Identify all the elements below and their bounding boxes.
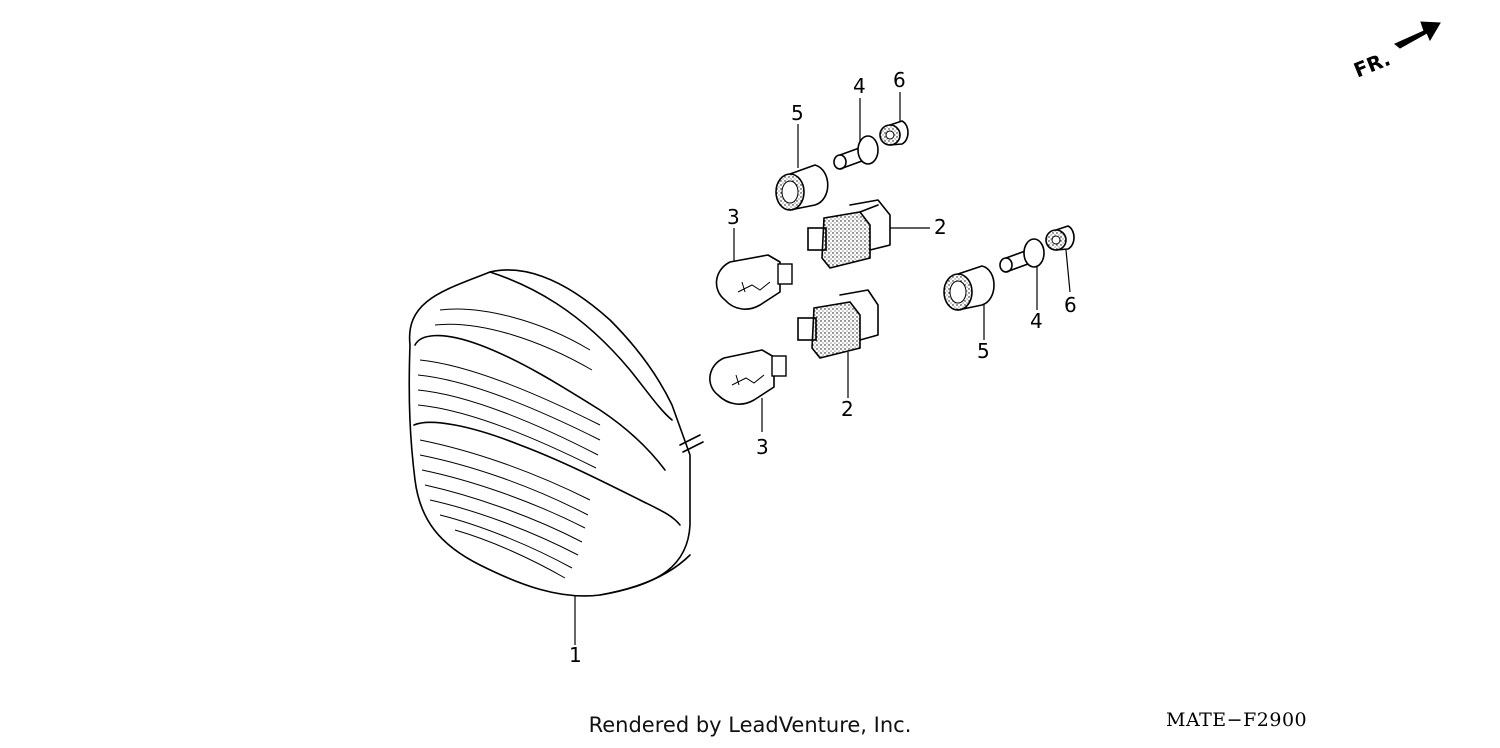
nut-lower: 6 bbox=[1045, 225, 1077, 317]
callout-3-lower: 3 bbox=[756, 435, 769, 459]
tail-lamp-lens-assembly: 1 bbox=[408, 269, 704, 667]
bulb-socket-lower: 2 bbox=[797, 289, 879, 421]
front-direction-label: FR. bbox=[1350, 46, 1393, 82]
callout-5-lower: 5 bbox=[977, 339, 990, 363]
callout-3-upper: 3 bbox=[727, 205, 740, 229]
callout-2-lower: 2 bbox=[841, 397, 854, 421]
callout-4-lower: 4 bbox=[1030, 309, 1043, 333]
callout-4-upper: 4 bbox=[853, 74, 866, 98]
callout-6-upper: 6 bbox=[893, 68, 906, 92]
front-direction-marker: FR. bbox=[1350, 21, 1441, 83]
grommet-lower: 5 bbox=[943, 265, 995, 363]
callout-5-upper: 5 bbox=[791, 101, 804, 125]
render-credit: Rendered by LeadVenture, Inc. bbox=[588, 713, 912, 737]
callout-2-upper: 2 bbox=[934, 215, 947, 239]
arrow-icon bbox=[1394, 21, 1441, 49]
bulb-socket-upper: 2 bbox=[807, 199, 947, 269]
bolt-upper: 4 bbox=[833, 74, 879, 170]
bolt-lower: 4 bbox=[999, 238, 1045, 333]
callout-6-lower: 6 bbox=[1064, 293, 1077, 317]
callout-1: 1 bbox=[569, 643, 582, 667]
bulb-upper: 3 bbox=[715, 205, 793, 310]
diagram-code: MATE−F2900 bbox=[1166, 709, 1308, 731]
grommet-upper: 5 bbox=[775, 101, 829, 211]
bulb-lower: 3 bbox=[709, 349, 787, 459]
nut-upper: 6 bbox=[879, 68, 909, 146]
